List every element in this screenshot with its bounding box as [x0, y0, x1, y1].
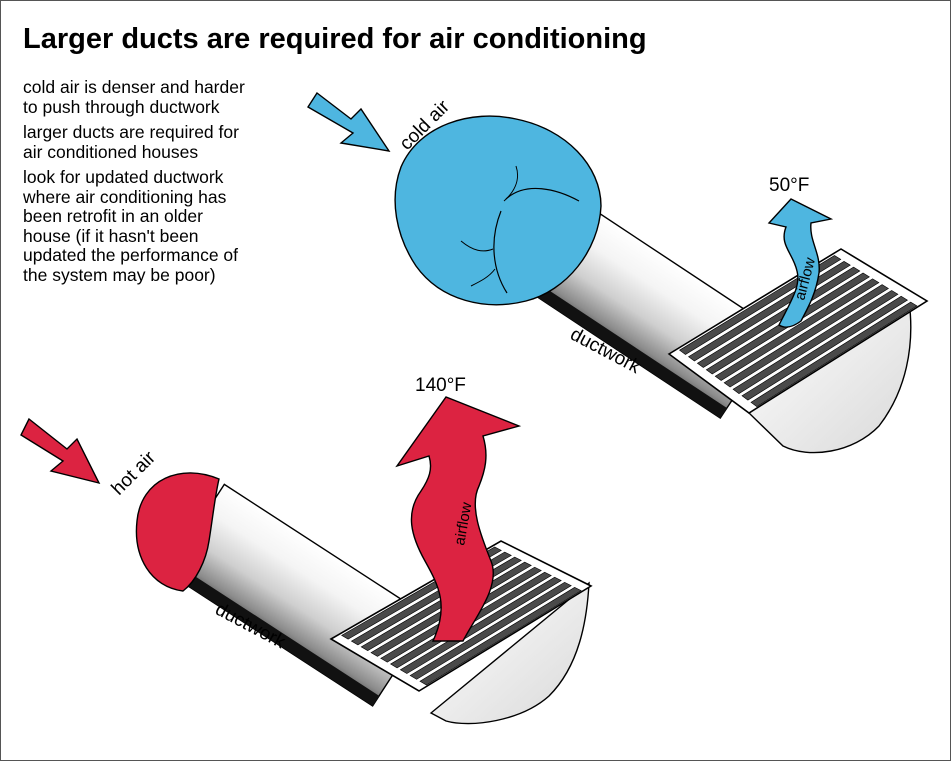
cold-grille-slat — [714, 278, 880, 381]
hot-register-boot — [429, 581, 590, 725]
hot-airflow-arrow-icon — [395, 396, 522, 642]
hot-temperature-label: 140°F — [415, 375, 466, 396]
cold-grille-slat — [741, 295, 909, 401]
note-dense-air: cold air is denser and harder to push th… — [23, 77, 245, 117]
hot-inlet-arrow-icon — [20, 417, 101, 485]
cold-register-boot — [747, 299, 912, 454]
hot-grille-slat — [399, 576, 562, 674]
cold-grille-slat — [723, 284, 889, 388]
note-larger-ducts: larger ducts are required for air condit… — [23, 122, 239, 162]
hot-air-cap — [135, 472, 220, 592]
hot-air-system: hot air 140°F airflow ductwork — [20, 375, 593, 725]
cold-air-puff — [394, 115, 602, 306]
cold-air-system: cold air 50°F airflow ductwork — [307, 91, 929, 454]
cold-airflow-arrow-icon — [767, 198, 834, 328]
cold-grille-slat — [750, 301, 918, 407]
hot-grille-slat — [409, 581, 572, 680]
cold-inlet-arrow-icon — [307, 91, 391, 152]
page-title: Larger ducts are required for air condit… — [23, 23, 647, 55]
hot-grille-slat — [419, 586, 582, 686]
cold-grille-slat — [732, 290, 899, 394]
notes-list: cold air is denser and harder to push th… — [23, 77, 323, 291]
cold-temperature-label: 50°F — [769, 175, 809, 196]
note-updated-ductwork: look for updated ductwork where air cond… — [23, 167, 239, 285]
